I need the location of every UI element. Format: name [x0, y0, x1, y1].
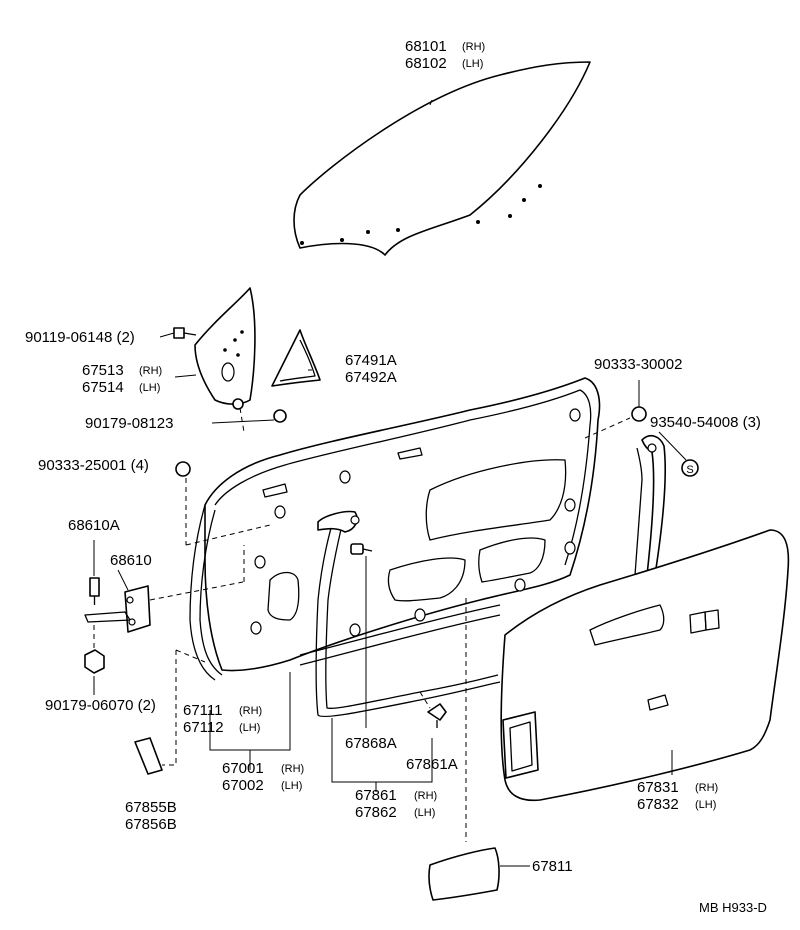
- label-protector-2: 67856B: [125, 816, 177, 833]
- screw-symbol-label: S: [686, 464, 693, 476]
- front-sash-frame: [194, 287, 256, 405]
- leader-lines: [93, 99, 687, 867]
- label-glass-lh: 68102: [405, 55, 447, 72]
- label-glass-lh-side: (LH): [462, 58, 483, 70]
- label-panel-outer-rh: 67111: [183, 702, 223, 719]
- label-panel-assy-lh: 67002: [222, 777, 264, 794]
- label-panel-outer-lh: 67112: [183, 719, 224, 736]
- label-panel-assy-rh: 67001: [222, 760, 264, 777]
- screw-symbol: S: [681, 459, 699, 477]
- label-nut-sash: 90179-08123: [85, 415, 173, 432]
- label-screw-right: 93540-54008 (3): [650, 414, 761, 431]
- label-frame-lh-side: (LH): [139, 382, 160, 394]
- label-plug-right: 90333-30002: [594, 356, 682, 373]
- label-trim-lh: 67832: [637, 796, 679, 813]
- weatherstrip: [315, 510, 501, 718]
- door-glass: [293, 61, 591, 256]
- service-hole-cover: [428, 847, 500, 901]
- label-check: 68610: [110, 552, 152, 569]
- label-weatherstrip-lh-side: (LH): [414, 807, 435, 819]
- label-frame-rh: 67513: [82, 362, 124, 379]
- label-frame-rh-side: (RH): [139, 365, 162, 377]
- label-frame-lh: 67514: [82, 379, 124, 396]
- weather-clip: [350, 543, 373, 555]
- protector-strip: [134, 737, 163, 775]
- label-check-bolt: 68610A: [68, 517, 120, 534]
- bolt-top: [173, 327, 197, 339]
- labels: 68101 (RH) 68102 (LH) 90119-06148 (2) 67…: [25, 38, 767, 915]
- door-trim-board: [500, 529, 790, 802]
- rear-channel: [634, 434, 667, 576]
- corner-cover: [271, 329, 321, 387]
- plug-right: [631, 406, 647, 422]
- label-plug-left: 90333-25001 (4): [38, 457, 149, 474]
- sash-nut: [232, 398, 287, 423]
- label-bolt-top: 90119-06148 (2): [25, 329, 135, 346]
- label-weatherstrip-rh: 67861: [355, 787, 397, 804]
- label-panel-outer-lh-side: (LH): [239, 722, 260, 734]
- label-panel-assy-rh-side: (RH): [281, 763, 304, 775]
- label-cover-2: 67492A: [345, 369, 397, 386]
- label-weatherstrip-rh-side: (RH): [414, 790, 437, 802]
- label-glass-rh-side: (RH): [462, 41, 485, 53]
- door-panel: [204, 377, 601, 672]
- label-weather-clip: 67868A: [345, 735, 397, 752]
- label-panel-assy-lh-side: (LH): [281, 780, 302, 792]
- label-service-cover: 67811: [532, 858, 573, 875]
- door-front-edge: [189, 504, 223, 681]
- label-trim-rh: 67831: [637, 779, 679, 796]
- label-clip: 67861A: [406, 756, 458, 773]
- label-protector-1: 67855B: [125, 799, 177, 816]
- label-nut-check: 90179-06070 (2): [45, 697, 156, 714]
- label-glass-rh: 68101: [405, 38, 447, 55]
- reference-code: MB H933-D: [699, 900, 767, 915]
- label-trim-rh-side: (RH): [695, 782, 718, 794]
- label-cover-1: 67491A: [345, 352, 397, 369]
- plug-left: [175, 461, 191, 477]
- label-weatherstrip-lh: 67862: [355, 804, 397, 821]
- label-panel-outer-rh-side: (RH): [239, 705, 262, 717]
- door-clip: [427, 703, 447, 728]
- door-check: [84, 577, 151, 674]
- label-trim-lh-side: (LH): [695, 799, 716, 811]
